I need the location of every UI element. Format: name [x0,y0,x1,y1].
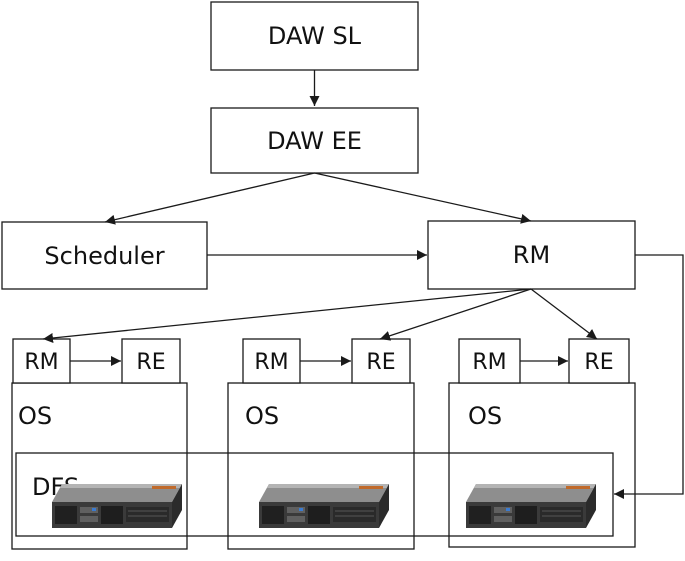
blade-server-icon [465,483,597,529]
node1-rm-box [12,338,71,384]
scheduler-label: Scheduler [44,242,164,270]
rm-main-label: RM [513,241,550,269]
node3-re-box [568,338,630,384]
node2-os-label: OS [245,402,279,430]
daw-sl-label: DAW SL [268,22,362,50]
arrow-rm-to-dfs [614,254,684,499]
node3-os-label: OS [468,402,502,430]
daw-sl-box [210,1,419,71]
node2-rm-label: RM [254,350,288,375]
arrow-daw-ee-to-scheduler [104,172,315,225]
node1-re-box [121,338,181,384]
node2-re-label: RE [366,350,395,375]
arrow-rm-to-node2-re [379,288,532,341]
node3-re-label: RE [584,350,613,375]
dfs-box [15,452,614,537]
blade-server-icon [258,483,390,529]
node1-re-label: RE [136,350,165,375]
daw-ee-box [210,107,419,174]
arrow-rm-to-node3-re [530,288,598,340]
node3-rm-box [458,338,521,384]
blade-server-icon [51,483,183,529]
node1-os-label: OS [18,402,52,430]
arrow-daw-ee-to-rm [314,172,532,224]
daw-ee-label: DAW EE [267,127,362,155]
node2-re-box [351,338,411,384]
scheduler-box [1,221,208,290]
rm-main-box [427,220,636,290]
node3-rm-label: RM [472,350,506,375]
node1-rm-label: RM [24,350,58,375]
arrow-rm-to-node1-rm [42,288,532,343]
